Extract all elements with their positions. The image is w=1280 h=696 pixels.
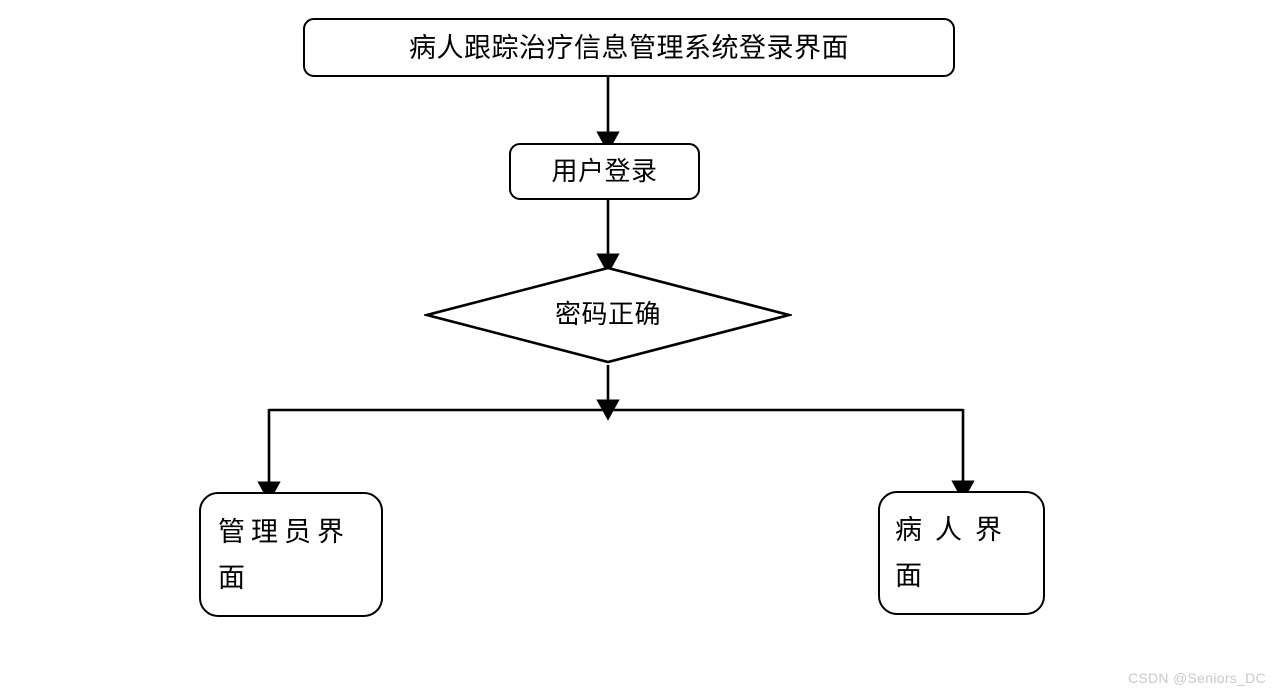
node-admin-interface[interactable]: 管理员界面 <box>199 492 383 617</box>
node-password-correct-label: 密码正确 <box>554 300 661 329</box>
diamond-shape <box>424 266 792 364</box>
csdn-watermark: CSDN @Seniors_DC <box>1127 670 1266 686</box>
node-system-title-label: 病人跟踪治疗信息管理系统登录界面 <box>409 32 849 63</box>
node-user-login-label: 用户登录 <box>551 156 658 186</box>
node-patient-interface-label: 病人界面 <box>895 515 1015 591</box>
node-user-login[interactable]: 用户登录 <box>509 143 700 200</box>
node-patient-interface[interactable]: 病人界面 <box>878 491 1045 615</box>
node-admin-interface-label: 管理员界面 <box>218 516 350 593</box>
node-system-title[interactable]: 病人跟踪治疗信息管理系统登录界面 <box>303 18 955 77</box>
node-password-correct-decision[interactable]: 密码正确 <box>424 265 792 365</box>
